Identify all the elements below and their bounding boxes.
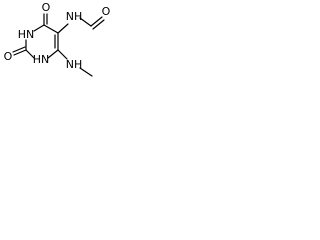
atom-label-o-formyl: O <box>102 5 111 18</box>
bond-n3-c4 <box>33 24 45 32</box>
bond-c4-c5 <box>43 24 59 34</box>
chemical-structure-diagram: O O O HN HN NH NH <box>4 1 111 77</box>
atom-label-o-top: O <box>42 1 51 14</box>
bond-c2-o-left-double <box>12 46 26 53</box>
atom-label-nh-methylamino: NH <box>66 58 83 71</box>
chemical-structure-canvas: O O O HN HN NH NH <box>0 0 114 87</box>
bond-c2-o-left <box>13 49 27 56</box>
bond-n1-c2 <box>25 49 35 59</box>
atom-label-o-left: O <box>4 50 13 63</box>
bond-c6-n-methylamino <box>57 49 68 60</box>
bond-n-formamide-c-formyl <box>79 17 92 27</box>
atom-label-hn-bottom: HN <box>33 53 50 66</box>
bond-c-formyl-o <box>90 16 103 27</box>
bond-c-formyl-o-double <box>92 19 105 30</box>
bond-c6-n1 <box>47 49 59 59</box>
atom-label-hn-top: HN <box>18 28 35 41</box>
bond-c5-n-formamide <box>57 23 69 34</box>
atom-label-nh-formamide: NH <box>66 10 83 23</box>
bond-n-methylamino-methyl <box>79 67 93 77</box>
